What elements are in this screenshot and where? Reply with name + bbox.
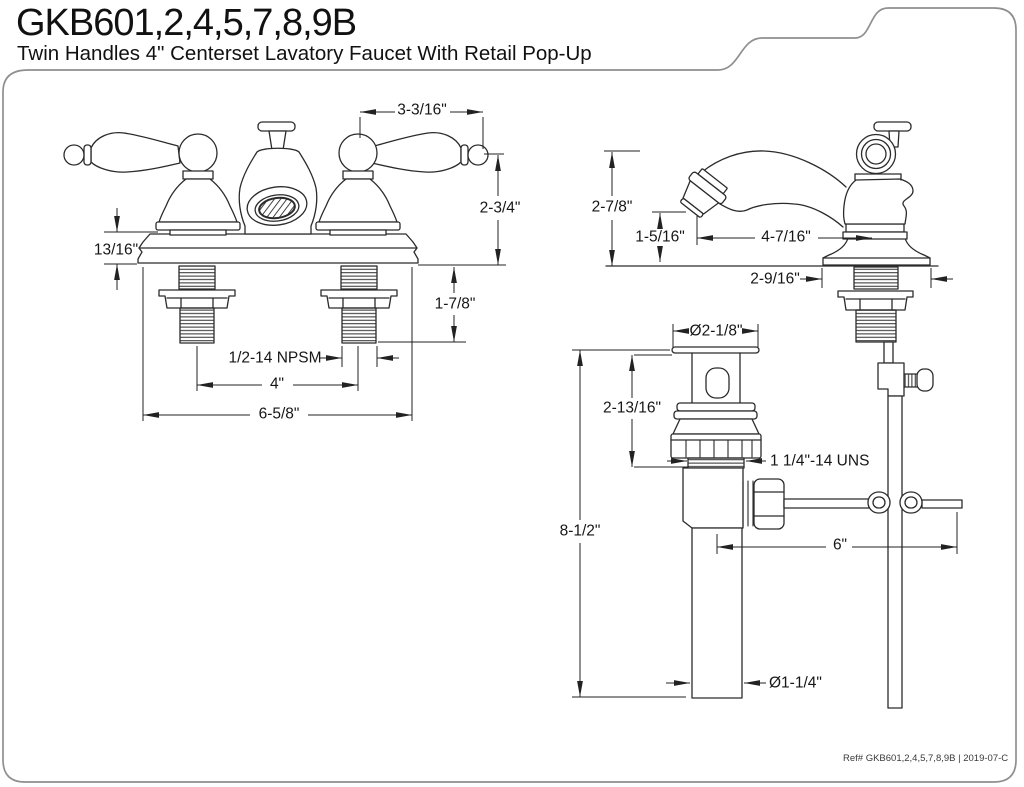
dimension-lines bbox=[104, 109, 958, 698]
dim-drain-thread: 1 1/4"-14 UNS bbox=[770, 452, 870, 470]
center-spout bbox=[238, 121, 318, 235]
dim-front-shank-length: 1-7/8" bbox=[434, 295, 476, 313]
dim-drain-tailpiece-diameter: Ø1-1/4" bbox=[769, 674, 822, 692]
dim-side-spout-height: 2-7/8" bbox=[591, 198, 633, 216]
page-frame bbox=[2, 7, 1017, 783]
front-view-drawing bbox=[63, 121, 489, 344]
dim-front-faucet-centers: 4" bbox=[269, 375, 285, 393]
dim-front-handle-span: 3-3/16" bbox=[397, 101, 447, 119]
side-view-drawing bbox=[605, 121, 939, 709]
page-title: GKB601,2,4,5,7,8,9B bbox=[16, 2, 357, 44]
dim-front-shank-thread: 1/2-14 NPSM bbox=[228, 349, 322, 367]
dim-front-deck-thickness: 13/16" bbox=[93, 241, 139, 259]
dim-side-outlet-clearance: 1-5/16" bbox=[635, 228, 685, 246]
dim-front-deck-width: 6-5/8" bbox=[258, 405, 300, 423]
dim-drain-body-length: 2-13/16" bbox=[602, 399, 662, 417]
reference-number: Ref# GKB601,2,4,5,7,8,9B | 2019-07-C bbox=[843, 753, 1009, 764]
dim-drain-overall-length: 8-1/2" bbox=[559, 522, 601, 540]
left-handle bbox=[63, 131, 241, 236]
drain-drawing bbox=[670, 346, 963, 699]
dim-drain-flange-diameter: Ø2-1/8" bbox=[689, 322, 743, 340]
dim-drain-rod-length: 6" bbox=[832, 536, 848, 554]
right-handle bbox=[315, 131, 489, 236]
page-subtitle: Twin Handles 4" Centerset Lavatory Fauce… bbox=[17, 42, 592, 65]
dim-front-overall-height: 2-3/4" bbox=[479, 199, 521, 217]
dim-side-spout-reach: 4-7/16" bbox=[761, 228, 811, 246]
dim-side-escutcheon-width: 2-9/16" bbox=[750, 270, 800, 288]
